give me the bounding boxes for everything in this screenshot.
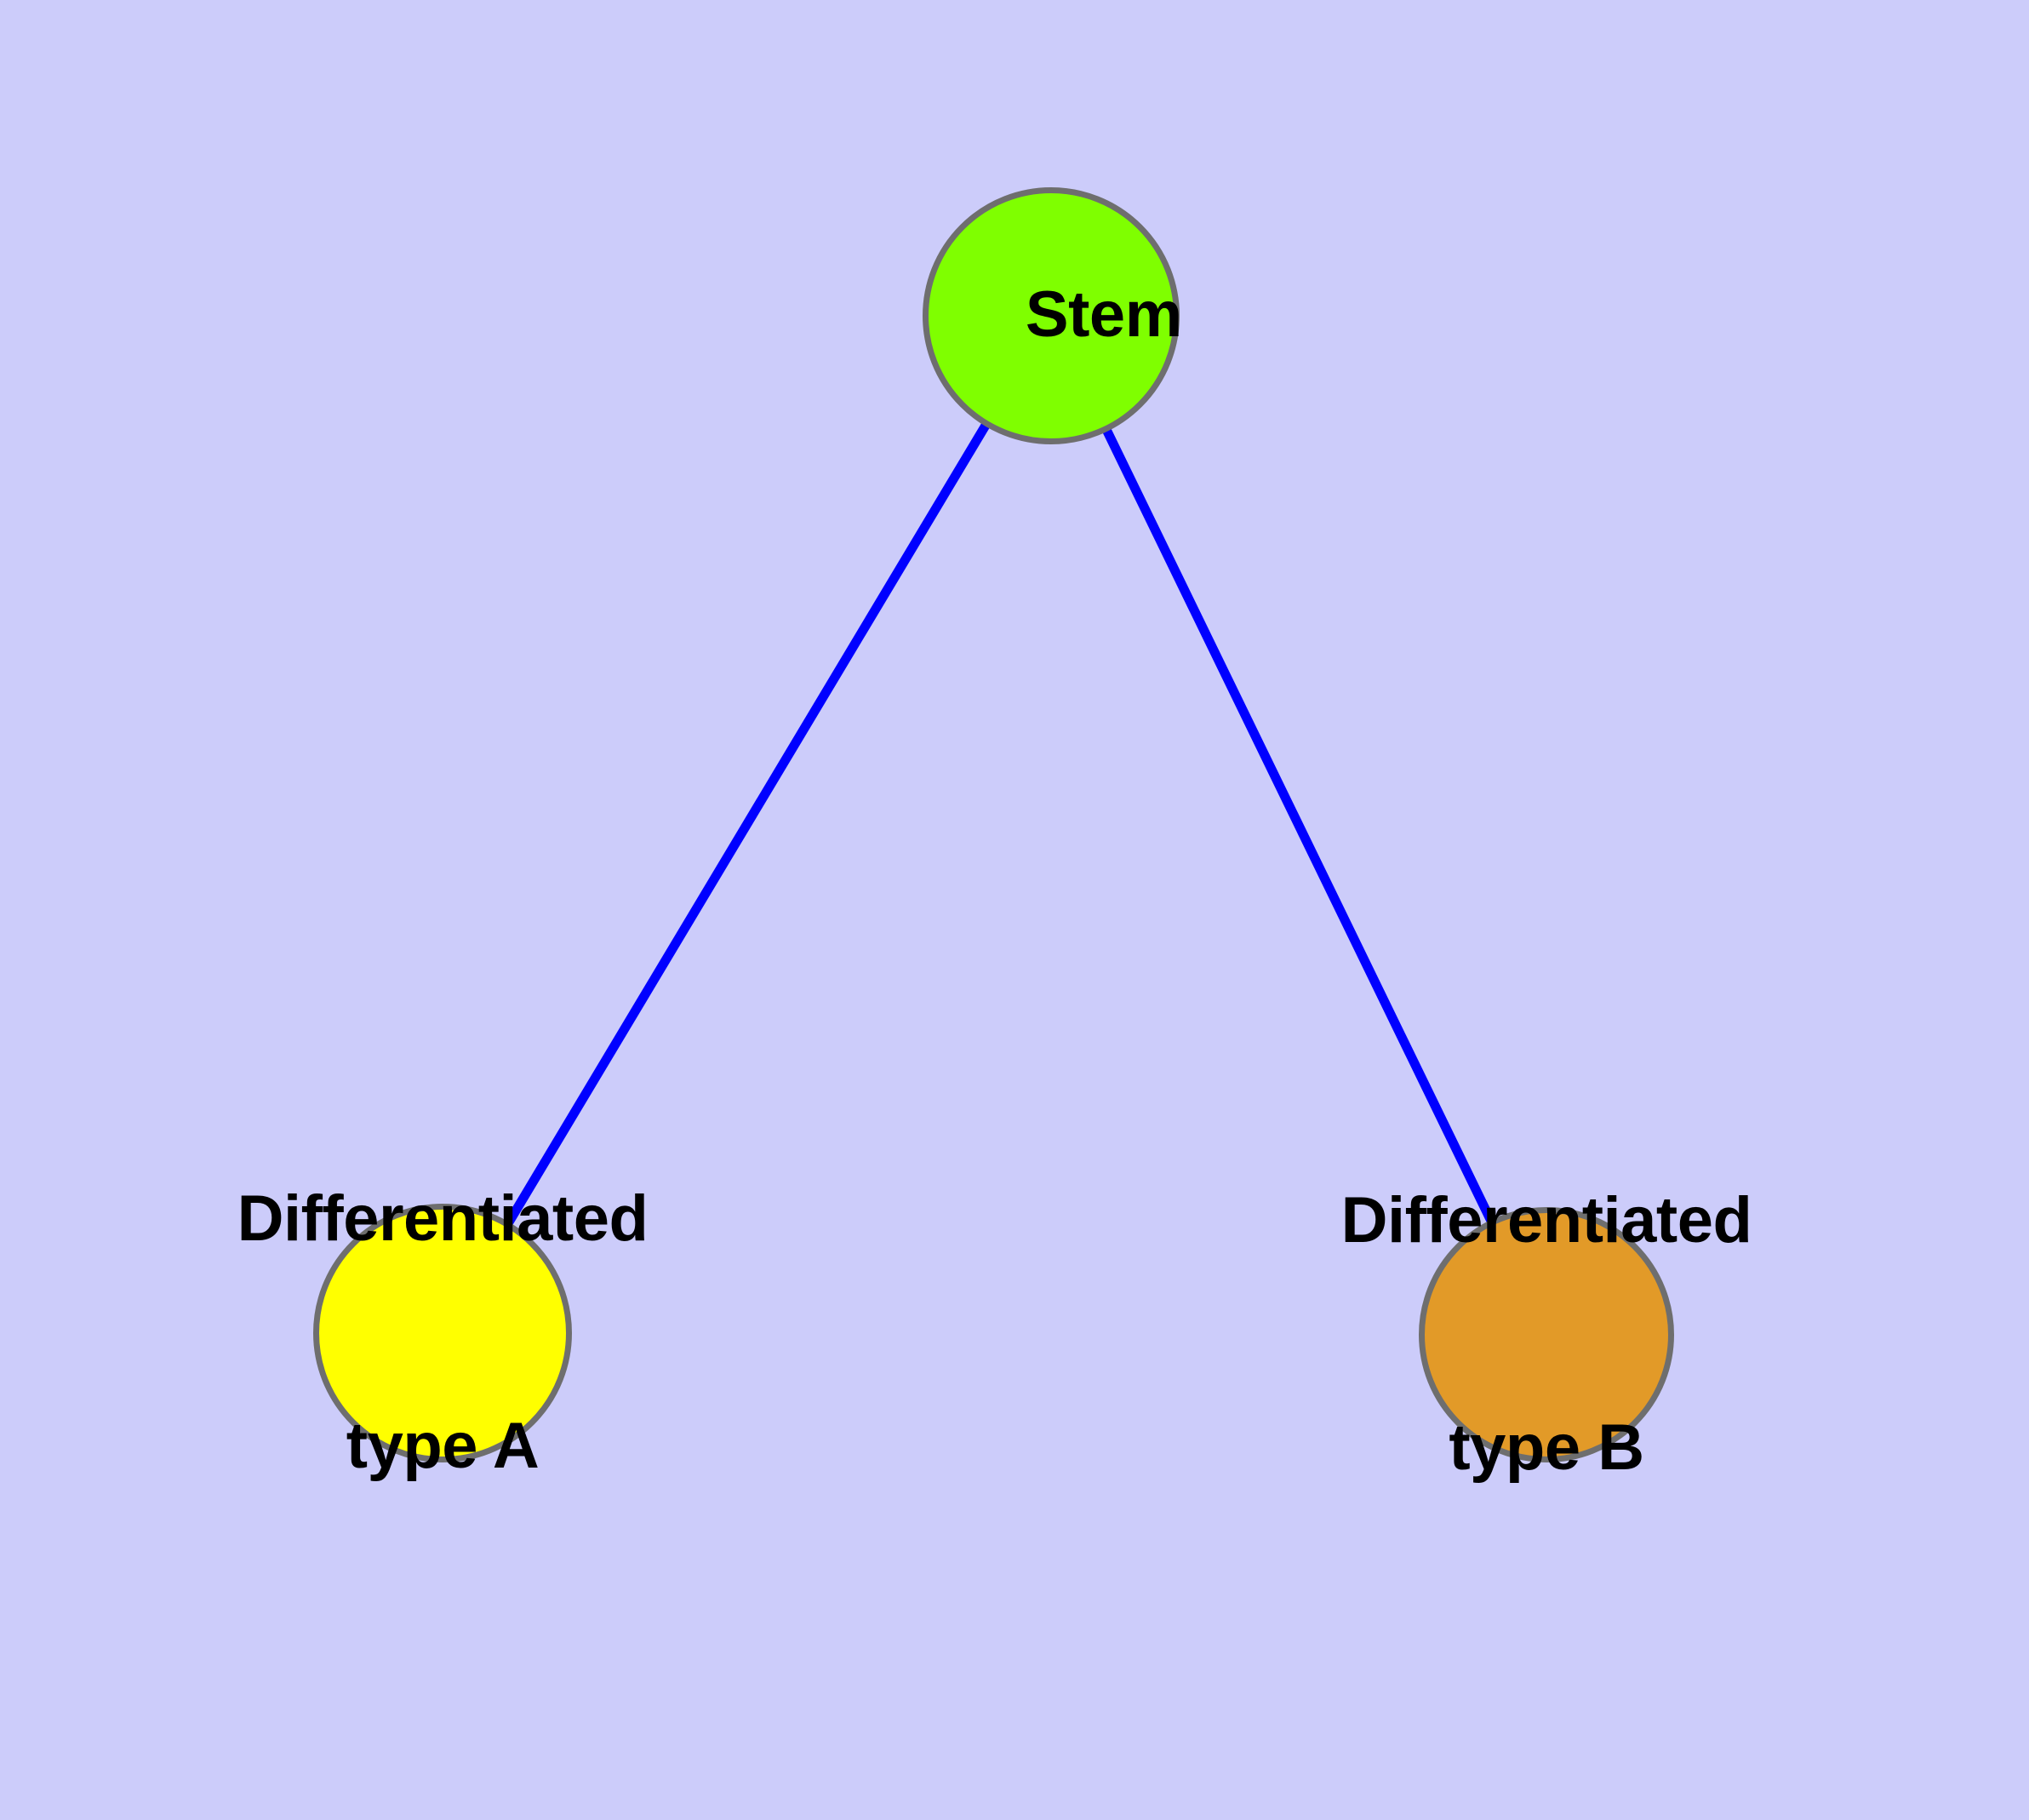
node-differentiated-type-b[interactable] <box>1419 1207 1674 1462</box>
node-differentiated-type-a[interactable] <box>313 1204 572 1462</box>
edge-stem-to-differentiated-type-a <box>438 421 992 1336</box>
edge-stem-to-differentiated-type-b <box>1101 426 1551 1337</box>
node-stem[interactable] <box>923 187 1180 444</box>
